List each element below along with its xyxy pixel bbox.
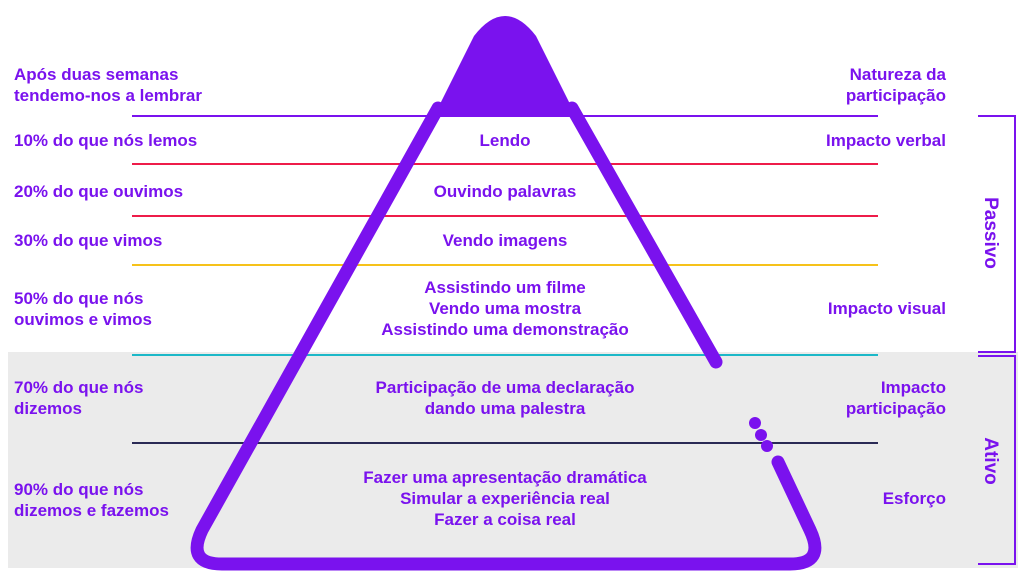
row-2-activity: Ouvindo palavras xyxy=(433,182,577,201)
header-right-line-1: Natureza da xyxy=(849,65,946,84)
pyramid-dot-1 xyxy=(749,417,761,429)
row-5-activity: Participação de uma declaração dando uma… xyxy=(250,377,760,419)
pyramid-right-side xyxy=(565,101,723,369)
row-5-retention: 70% do que nós dizemos xyxy=(14,377,143,419)
row-6-activity-line-2: Simular a experiência real xyxy=(400,489,610,508)
passive-label: Passivo xyxy=(980,197,1001,269)
row-5-activity-line-1: Participação de uma declaração xyxy=(375,378,635,397)
active-zone-background xyxy=(8,352,1018,568)
pyramid-dot-3 xyxy=(761,440,773,452)
active-bracket xyxy=(978,355,1016,565)
row-5-participation-line-2: participação xyxy=(845,399,946,418)
row-4-activity: Assistindo um filme Vendo uma mostra Ass… xyxy=(250,277,760,340)
row-1-participation: Impacto verbal xyxy=(826,131,946,150)
row-4-retention-line-1: 50% do que nós xyxy=(14,289,144,308)
row-5-activity-line-2: dando uma palestra xyxy=(424,399,586,418)
row-6-retention: 90% do que nós dizemos e fazemos xyxy=(14,479,169,521)
row-5-participation: Impacto participação xyxy=(846,377,946,419)
passive-bracket xyxy=(978,115,1016,353)
row-2-retention: 20% do que ouvimos xyxy=(14,182,184,201)
row-4-activity-line-1: Assistindo um filme xyxy=(424,278,586,297)
row-6-retention-line-2: dizemos e fazemos xyxy=(14,501,169,520)
row-4-retention: 50% do que nós ouvimos e vimos xyxy=(14,288,152,330)
pyramid-apex xyxy=(434,16,576,116)
header-right: Natureza da participação xyxy=(846,64,946,106)
row-4-activity-line-2: Vendo uma mostra xyxy=(428,299,582,318)
header-left: Após duas semanas tendemo-nos a lembrar xyxy=(14,64,202,106)
row-5-participation-line-1: Impacto xyxy=(880,378,946,397)
row-6-participation: Esforço xyxy=(882,489,946,508)
pyramid-dot-2 xyxy=(755,429,767,441)
row-6-activity-line-3: Fazer a coisa real xyxy=(434,510,576,529)
row-5-retention-line-1: 70% do que nós xyxy=(14,378,144,397)
row-4-activity-line-3: Assistindo uma demonstração xyxy=(381,320,629,339)
header-right-line-2: participação xyxy=(845,86,946,105)
row-1-retention: 10% do que nós lemos xyxy=(14,131,198,150)
row-6-activity-line-1: Fazer uma apresentação dramática xyxy=(363,468,647,487)
row-6-retention-line-1: 90% do que nós xyxy=(14,480,144,499)
row-4-retention-line-2: ouvimos e vimos xyxy=(14,310,152,329)
row-3-activity: Vendo imagens xyxy=(442,231,568,250)
header-left-line-1: Após duas semanas xyxy=(14,65,179,84)
row-5-retention-line-2: dizemos xyxy=(14,399,83,418)
active-label: Ativo xyxy=(980,437,1001,485)
row-4-participation: Impacto visual xyxy=(827,299,946,318)
header-left-line-2: tendemo-nos a lembrar xyxy=(14,86,202,105)
pyramid-outline xyxy=(190,101,822,571)
row-6-activity: Fazer uma apresentação dramática Simular… xyxy=(250,467,760,530)
row-3-retention: 30% do que vimos xyxy=(14,231,163,250)
row-1-activity: Lendo xyxy=(479,131,531,150)
